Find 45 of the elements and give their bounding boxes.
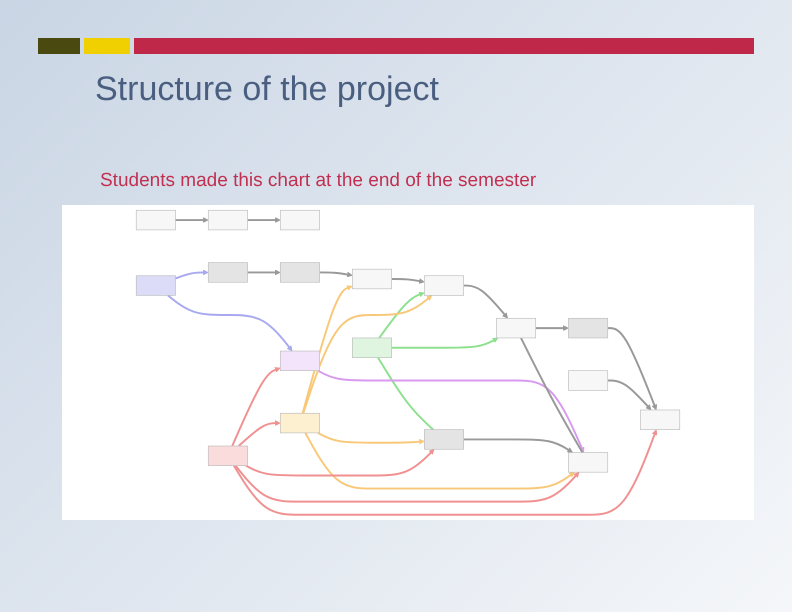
node-box (496, 318, 536, 338)
arrow (608, 327, 658, 410)
node-box (568, 318, 608, 338)
arrow (234, 465, 580, 503)
arrow (608, 380, 652, 410)
arrow (464, 438, 573, 453)
arrow (378, 292, 425, 339)
node-box (208, 262, 248, 283)
arrow (302, 295, 432, 414)
connector (377, 357, 434, 430)
arrow (304, 432, 575, 490)
node-box (568, 370, 608, 391)
node-box (424, 429, 464, 450)
node-box (208, 446, 248, 466)
arrow (320, 271, 353, 278)
arrow (231, 367, 281, 446)
arrow (176, 217, 209, 223)
node-box (136, 210, 176, 230)
node-box (208, 210, 248, 230)
arrow (175, 270, 209, 280)
node-box (280, 412, 320, 434)
arrow (245, 449, 434, 476)
node-box (352, 338, 392, 358)
node-box (280, 262, 320, 283)
node-box (280, 350, 320, 372)
arrow (233, 429, 658, 516)
node-box (640, 410, 680, 430)
node-box (136, 275, 176, 296)
arrow (317, 432, 425, 445)
arrow (167, 294, 292, 352)
arrow (317, 370, 584, 453)
arrow (248, 270, 281, 276)
node-box (568, 452, 608, 473)
arrow (536, 325, 569, 331)
arrow (248, 217, 281, 223)
arrow (392, 278, 425, 284)
slide-title: Structure of the project (95, 70, 439, 109)
arrow (464, 284, 508, 319)
node-box (280, 210, 320, 230)
connector (520, 338, 584, 454)
bullet-text: Students made this chart at the end of the semester (100, 170, 536, 192)
node-box (424, 275, 464, 296)
node-box (352, 268, 392, 290)
arrow (392, 338, 498, 349)
arrow (238, 420, 281, 447)
